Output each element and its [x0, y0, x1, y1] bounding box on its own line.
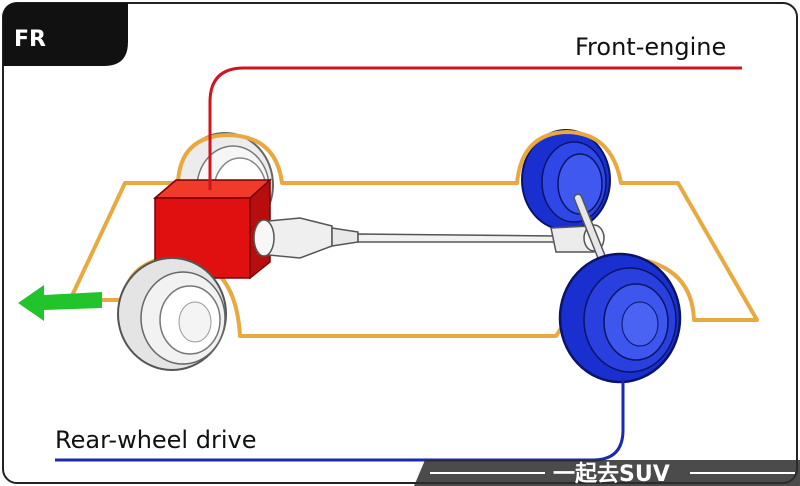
watermark: 一起去SUV — [414, 460, 800, 486]
rear-wheel-far — [521, 129, 611, 231]
rear-wheel-near — [558, 252, 682, 384]
transmission — [253, 217, 359, 259]
badge-label: FR — [14, 27, 46, 52]
drive-shaft — [357, 233, 557, 243]
drive-callout-line — [55, 378, 625, 462]
layout-badge: FR — [3, 3, 128, 66]
drive-callout-label: Rear-wheel drive — [55, 426, 256, 454]
differential — [550, 193, 607, 263]
engine-callout-line — [208, 66, 742, 190]
watermark-text: 一起去SUV — [553, 462, 670, 486]
engine-callout-label: Front-engine — [575, 33, 726, 61]
arrow-left-icon — [18, 285, 102, 321]
front-wheel-near — [117, 257, 227, 371]
